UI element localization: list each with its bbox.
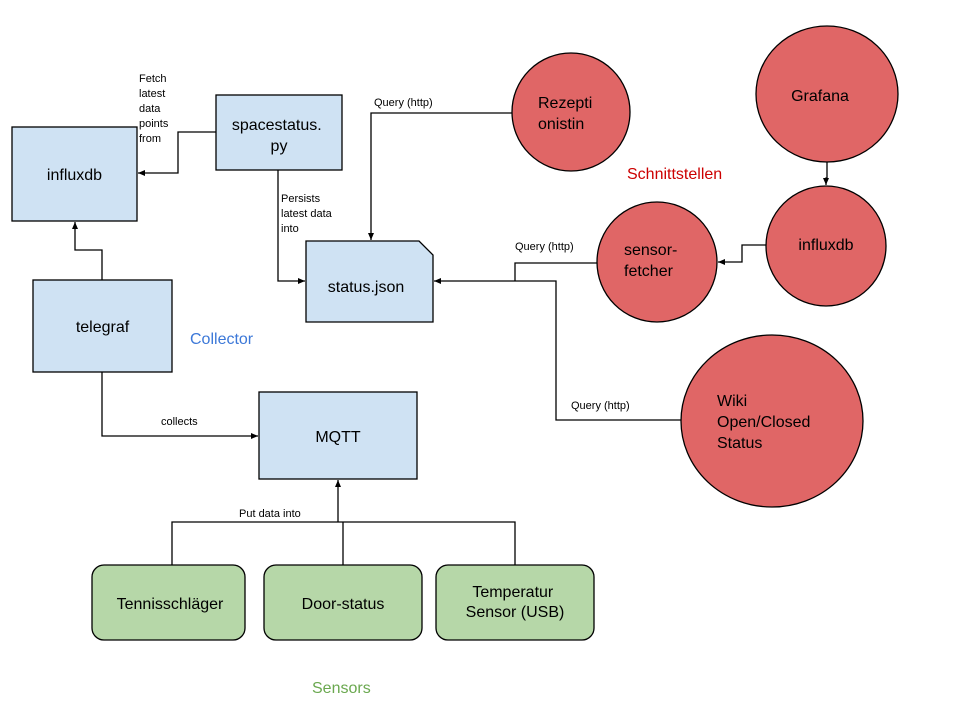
node-mqtt[interactable]: MQTT — [258, 391, 418, 480]
edge-collects[interactable] — [101, 372, 258, 439]
edge-influxdb-sensor-fetcher[interactable] — [718, 244, 766, 265]
edge-label-query-rezeptionistin: Query (http) — [374, 97, 433, 109]
edges — [72, 112, 829, 565]
node-influxdb-box-label: influxdb — [47, 167, 102, 184]
edge-persist[interactable] — [277, 170, 305, 284]
node-influxdb-circle[interactable]: influxdb — [765, 185, 887, 307]
node-wiki-status[interactable]: Wiki Open/Closed Status — [680, 334, 864, 508]
node-spacestatus-label: spacestatus. py — [232, 117, 326, 155]
edge-fetch[interactable] — [138, 131, 216, 176]
node-grafana-label: Grafana — [791, 88, 849, 105]
node-sensor-fetcher-label: sensor- fetcher — [624, 242, 682, 280]
group-label-schnittstellen: Schnittstellen — [627, 166, 722, 183]
edge-label-query-wiki: Query (http) — [571, 400, 630, 412]
edge-labels: Fetch latest data points from Persists l… — [139, 73, 630, 520]
edge-query-sensor-fetcher[interactable] — [514, 262, 598, 281]
edge-label-persist: Persists latest data into — [281, 193, 335, 235]
edge-query-rezeptionistin[interactable] — [368, 112, 512, 240]
edge-grafana-influxdb[interactable] — [823, 161, 829, 185]
group-label-sensors: Sensors — [312, 680, 371, 697]
node-status-json[interactable]: status.json — [305, 240, 434, 323]
node-rezeptionistin-label: Rezepti onistin — [538, 95, 597, 133]
node-status-json-label: status.json — [328, 279, 404, 296]
node-influxdb-box[interactable]: influxdb — [11, 126, 138, 222]
node-telegraf-label: telegraf — [76, 319, 130, 336]
node-wiki-status-label: Wiki Open/Closed Status — [717, 393, 815, 452]
group-label-collector: Collector — [190, 331, 254, 348]
node-tennisschlaeger[interactable]: Tennisschläger — [91, 564, 246, 641]
node-influxdb-circle-label: influxdb — [798, 237, 853, 254]
node-grafana[interactable]: Grafana — [755, 25, 899, 163]
edge-label-put-data: Put data into — [239, 508, 301, 520]
node-temperatur-sensor-label: Temperatur Sensor (USB) — [466, 584, 565, 621]
node-rezeptionistin[interactable]: Rezepti onistin — [511, 52, 631, 172]
edge-label-query-sensor-fetcher: Query (http) — [515, 241, 574, 253]
node-temperatur-sensor[interactable]: Temperatur Sensor (USB) — [435, 564, 595, 641]
node-spacestatus[interactable]: spacestatus. py — [215, 94, 343, 171]
edge-label-collects: collects — [161, 416, 198, 428]
node-sensor-fetcher[interactable]: sensor- fetcher — [596, 201, 718, 323]
edge-telegraf-influxdb[interactable] — [72, 222, 103, 280]
edge-label-fetch: Fetch latest data points from — [139, 73, 171, 145]
node-mqtt-label: MQTT — [315, 429, 361, 446]
edge-query-wiki[interactable] — [434, 278, 681, 421]
node-telegraf[interactable]: telegraf — [32, 279, 173, 373]
node-door-status[interactable]: Door-status — [263, 564, 423, 641]
node-tennisschlaeger-label: Tennisschläger — [117, 596, 224, 613]
node-door-status-label: Door-status — [302, 596, 385, 613]
